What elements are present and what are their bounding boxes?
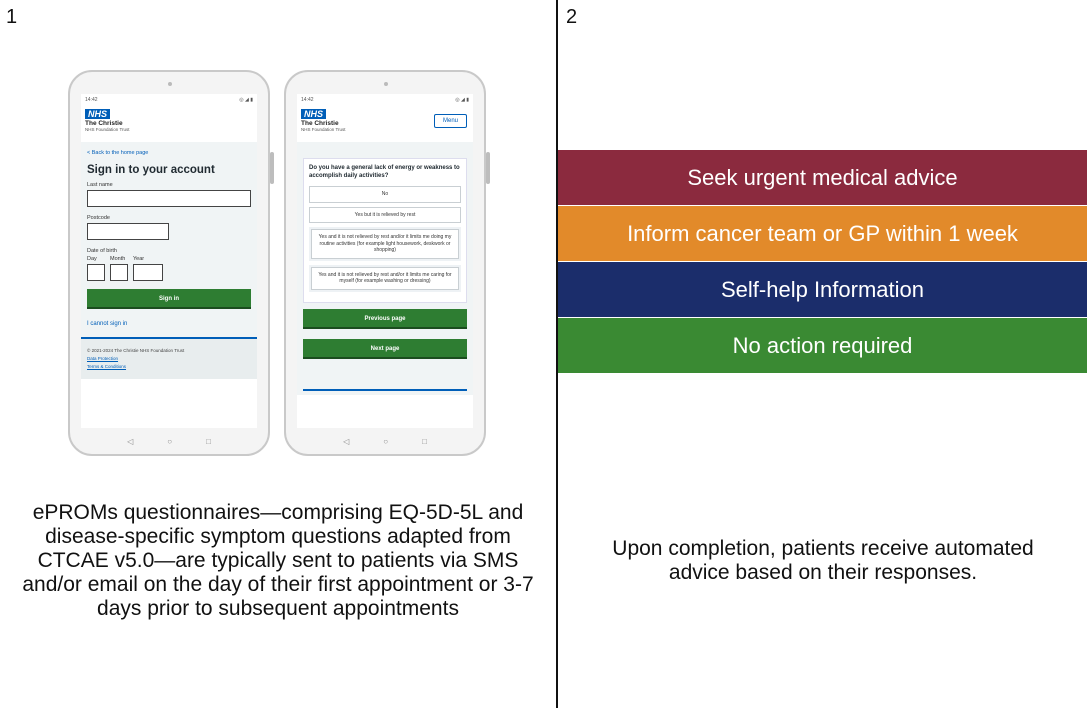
camera-dot: [384, 82, 388, 86]
panel-divider: [556, 0, 558, 708]
page-footer: © 2021-2024 The Christie NHS Foundation …: [81, 337, 257, 379]
nav-home-icon[interactable]: ○: [167, 437, 173, 446]
phone-side-button: [270, 152, 274, 184]
trust-name: The Christie: [85, 120, 123, 127]
cannot-signin-link[interactable]: I cannot sign in: [87, 321, 128, 327]
nav-home-icon[interactable]: ○: [383, 437, 389, 446]
footer-divider: [303, 388, 467, 391]
day-label: Day: [87, 256, 97, 262]
trust-name: The Christie: [301, 120, 339, 127]
signin-screen: 14:42 ◎ ◢ ▮ NHS The Christie NHS Foundat…: [81, 94, 257, 428]
nhs-logo: NHS: [301, 109, 327, 119]
status-time: 14:42: [301, 97, 314, 103]
status-time: 14:42: [85, 97, 98, 103]
signin-heading: Sign in to your account: [87, 164, 215, 176]
status-bar: 14:42 ◎ ◢ ▮: [297, 94, 473, 106]
trust-sub: NHS Foundation Trust: [85, 127, 130, 132]
questionnaire-screen: 14:42 ◎ ◢ ▮ NHS The Christie NHS Foundat…: [297, 94, 473, 428]
year-label: Year: [133, 256, 145, 262]
last-name-label: Last name: [87, 182, 113, 188]
day-input[interactable]: [87, 264, 105, 281]
advice-urgent: Seek urgent medical advice: [558, 150, 1087, 205]
question-card: Do you have a general lack of energy or …: [303, 158, 467, 303]
advice-no-action: No action required: [558, 318, 1087, 373]
menu-button[interactable]: Menu: [433, 114, 467, 128]
answer-option[interactable]: Yes and it is not relieved by rest and/o…: [311, 229, 459, 259]
nhs-logo: NHS: [85, 109, 111, 119]
question-area: Do you have a general lack of energy or …: [297, 142, 473, 395]
next-page-button[interactable]: Next page: [303, 338, 467, 359]
panel-number-1: 1: [6, 6, 18, 28]
phone-side-button: [486, 152, 490, 184]
signin-button[interactable]: Sign in: [87, 289, 251, 309]
answer-option[interactable]: Yes but it is relieved by rest: [309, 206, 461, 223]
dob-row: Day Month Year: [87, 256, 251, 281]
answer-option[interactable]: Yes and it is not relieved by rest and/o…: [311, 266, 459, 290]
signin-form: < Back to the home page Sign in to your …: [81, 142, 257, 337]
month-input[interactable]: [110, 264, 128, 281]
copyright-text: © 2021-2024 The Christie NHS Foundation …: [87, 348, 185, 353]
nav-recent-icon[interactable]: □: [206, 437, 211, 446]
year-input[interactable]: [133, 264, 163, 281]
android-nav-bar: ◁ ○ □: [70, 437, 268, 446]
answer-option[interactable]: No: [309, 186, 461, 203]
terms-link[interactable]: Terms & Conditions: [87, 364, 127, 369]
panel-number-2: 2: [566, 6, 578, 28]
trust-sub: NHS Foundation Trust: [301, 127, 346, 132]
panel-2-caption: Upon completion, patients receive automa…: [612, 537, 1034, 584]
question-text: Do you have a general lack of energy or …: [309, 165, 460, 179]
advice-one-week: Inform cancer team or GP within 1 week: [558, 206, 1087, 261]
nhs-header: NHS The Christie NHS Foundation Trust Me…: [297, 106, 473, 142]
nhs-header: NHS The Christie NHS Foundation Trust: [81, 106, 257, 142]
status-icons: ◎ ◢ ▮: [239, 97, 253, 103]
advice-self-help: Self-help Information: [558, 262, 1087, 317]
postcode-input[interactable]: [87, 223, 169, 240]
status-icons: ◎ ◢ ▮: [455, 97, 469, 103]
android-nav-bar: ◁ ○ □: [286, 437, 484, 446]
month-label: Month: [110, 256, 126, 262]
nav-back-icon[interactable]: ◁: [127, 437, 134, 446]
nav-back-icon[interactable]: ◁: [343, 437, 350, 446]
last-name-input[interactable]: [87, 190, 251, 207]
panel-1-caption: ePROMs questionnaires—comprising EQ-5D-5…: [22, 501, 534, 620]
camera-dot: [168, 82, 172, 86]
back-link[interactable]: < Back to the home page: [87, 150, 149, 156]
nav-recent-icon[interactable]: □: [422, 437, 427, 446]
dob-label: Date of birth: [87, 248, 117, 254]
phone-signin: 14:42 ◎ ◢ ▮ NHS The Christie NHS Foundat…: [68, 70, 274, 456]
previous-page-button[interactable]: Previous page: [303, 308, 467, 329]
phone-questionnaire: 14:42 ◎ ◢ ▮ NHS The Christie NHS Foundat…: [284, 70, 490, 456]
data-protection-link[interactable]: Data Protection: [87, 356, 119, 361]
postcode-label: Postcode: [87, 215, 110, 221]
status-bar: 14:42 ◎ ◢ ▮: [81, 94, 257, 106]
